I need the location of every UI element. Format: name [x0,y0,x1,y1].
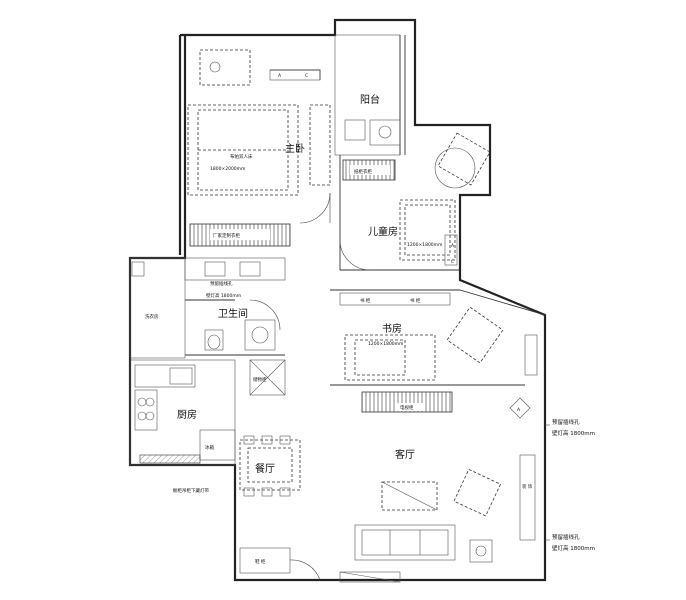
bathroom-label: 卫生间 [218,307,248,320]
kitchen-label: 厨房 [177,408,197,421]
child-tag-a: A [451,243,455,249]
dining: 餐厅 [239,435,301,497]
wardrobe-child: 抵柜衣柜 [354,168,372,175]
side-notes: 预留插线孔 壁灯高 1800mm 预留插线孔 壁灯高 1800mm [545,418,595,552]
tv-cabinet: 电视柜 [361,391,453,413]
master-tag-c: C [305,73,308,79]
study-label: 书房 [382,322,402,335]
laundry-label: 洗衣房 [145,313,159,320]
living-room: 客厅 装 饰 A 鞋 柜 [239,397,536,583]
shoe-cabinet-label: 鞋 柜 [255,558,266,565]
side-note-2-height: 壁灯高 1800mm [552,544,595,552]
master-bed-label: 布帕双人床 [230,153,253,160]
bathroom: 预留插线孔 壁灯高 1800mm 卫生间 [184,257,286,356]
master-bedroom-label: 主卧 [285,142,305,155]
study-shelf-b: 书 柜 [410,297,421,304]
living-room-label: 客厅 [395,448,415,461]
childrens-room: 1200×1800mm A C 儿童房 [339,132,491,271]
study-shelf-a: 书 柜 [360,297,371,304]
dining-label: 餐厅 [255,462,275,475]
balcony: 阳台 抵柜衣柜 [334,34,406,181]
storage-label: 储物柜 [253,376,267,383]
bath-height: 壁灯高 1800mm [206,292,241,299]
laundry: 洗衣房 [129,257,186,359]
bath-note: 预留插线孔 [210,280,233,287]
living-tag-a: A [517,407,521,413]
tv-cabinet-label: 电视柜 [400,404,414,411]
balcony-label: 阳台 [360,93,380,106]
study: 书 柜 书 柜 1200×1800mm 书房 [330,289,546,386]
side-note-1-height: 壁灯高 1800mm [552,429,595,437]
childrens-room-label: 儿童房 [368,225,398,238]
side-note-2-title: 预留插线孔 [552,533,580,541]
wardrobe-master: 厂家定制衣柜 [213,232,240,239]
study-bed-size: 1200×1800mm [368,341,403,347]
cabinet-right-label: 装 饰 [522,483,533,490]
kitchen: 厨房 冰箱 橱柜吊柜下藏灯带 储物柜 [129,359,286,494]
fridge-label: 冰箱 [205,444,214,451]
child-bed-size: 1200×1800mm [407,242,442,248]
master-bedroom: A C 布帕双人床 1800×2000mm 厂家定制衣柜 主卧 [187,49,331,247]
kitchen-note: 橱柜吊柜下藏灯带 [173,487,209,494]
child-tag-c: C [451,259,454,265]
master-tag-a: A [278,73,282,79]
master-bed-size: 1800×2000mm [210,166,245,172]
side-note-1-title: 预留插线孔 [552,418,580,426]
